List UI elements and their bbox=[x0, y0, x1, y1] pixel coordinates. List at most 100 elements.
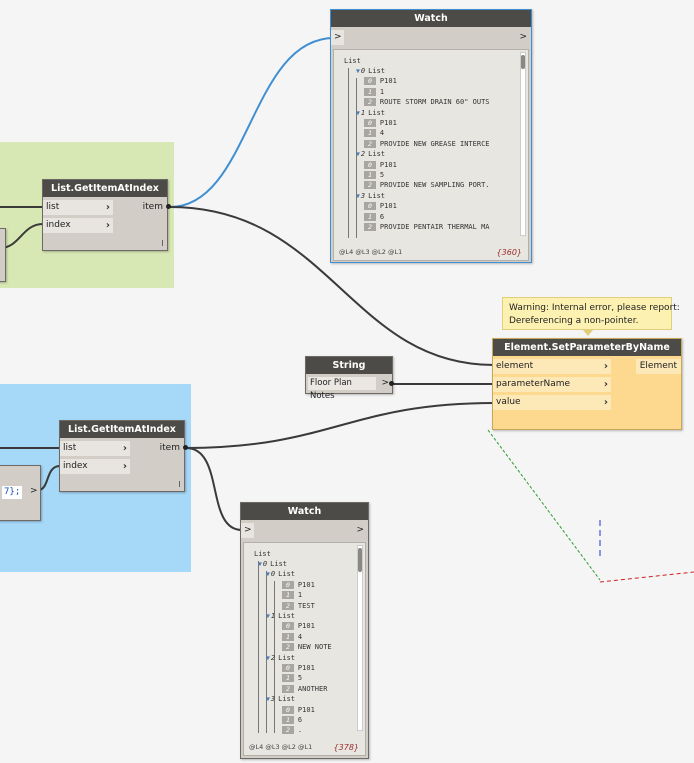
string-value-field[interactable]: Floor Plan Notes bbox=[308, 377, 376, 401]
code-block-text[interactable]: 7}; bbox=[2, 486, 23, 499]
tree-line bbox=[274, 581, 275, 733]
list-index: 0 bbox=[262, 560, 268, 568]
collapse-triangle-icon[interactable]: ▼ bbox=[356, 67, 360, 75]
node-title[interactable]: Watch bbox=[241, 503, 368, 520]
port-label: list bbox=[63, 443, 77, 453]
list-label: List bbox=[278, 570, 295, 579]
code-block-output[interactable]: > bbox=[30, 486, 38, 496]
chevron-right-icon: › bbox=[105, 202, 110, 213]
input-port-index[interactable]: index› bbox=[43, 218, 113, 233]
resize-grip[interactable] bbox=[162, 240, 163, 246]
item-index: 2 bbox=[282, 601, 294, 610]
watch-input-port[interactable]: > bbox=[331, 30, 344, 45]
collapse-triangle-icon[interactable]: ▼ bbox=[258, 560, 262, 568]
tree-line bbox=[266, 571, 267, 733]
item-index: 1 bbox=[282, 632, 294, 641]
watch-input-port[interactable]: > bbox=[241, 523, 254, 538]
list-label: List bbox=[368, 191, 385, 200]
collapse-triangle-icon[interactable]: ▼ bbox=[356, 150, 360, 159]
output-port-element[interactable]: Element bbox=[635, 359, 681, 374]
collapse-triangle-icon[interactable]: ▼ bbox=[356, 108, 360, 117]
node-title[interactable]: Element.SetParameterByName bbox=[493, 339, 681, 356]
item-value: NEW NOTE bbox=[297, 643, 332, 652]
item-index: 1 bbox=[364, 129, 376, 138]
list-label: List bbox=[368, 67, 385, 75]
node-title[interactable]: String bbox=[306, 357, 392, 374]
input-port-index[interactable]: index› bbox=[60, 459, 130, 474]
scrollbar[interactable] bbox=[357, 545, 363, 731]
scroll-thumb[interactable] bbox=[521, 55, 525, 69]
item-value: ANOTHER bbox=[297, 684, 328, 693]
resize-grip[interactable] bbox=[179, 481, 180, 487]
warning-pointer-icon bbox=[583, 330, 593, 336]
list-index: 0 bbox=[270, 570, 276, 579]
collapse-triangle-icon[interactable]: ▼ bbox=[266, 570, 270, 579]
input-port-list[interactable]: list › bbox=[60, 441, 130, 456]
item-value: P101 bbox=[297, 664, 315, 672]
list-label: List bbox=[270, 560, 287, 568]
item-index: 1 bbox=[282, 716, 294, 724]
item-index: 0 bbox=[364, 202, 376, 211]
item-index: 1 bbox=[364, 87, 376, 96]
port-label: element bbox=[496, 361, 534, 371]
wire-item-to-watch-bottom bbox=[185, 447, 243, 531]
item-index: 2 bbox=[282, 643, 294, 652]
scrollbar[interactable] bbox=[520, 52, 526, 236]
wire-item-to-value bbox=[185, 402, 495, 449]
partial-input-node-top[interactable] bbox=[0, 228, 6, 282]
item-index: 0 bbox=[364, 160, 376, 169]
chevron-right-icon: › bbox=[122, 461, 127, 472]
port-label: index bbox=[46, 220, 71, 230]
string-output-port[interactable]: > bbox=[381, 378, 389, 388]
list-label: List bbox=[368, 150, 385, 159]
collapse-triangle-icon[interactable]: ▼ bbox=[356, 191, 360, 200]
output-port-item[interactable]: item bbox=[159, 443, 180, 453]
input-port-parametername[interactable]: parameterName› bbox=[493, 377, 611, 392]
collapse-triangle-icon[interactable]: ▼ bbox=[266, 695, 270, 704]
node-title[interactable]: List.GetItemAtIndex bbox=[60, 421, 184, 438]
item-value: . bbox=[297, 726, 303, 735]
output-dot bbox=[389, 381, 394, 386]
collapse-triangle-icon[interactable]: ▼ bbox=[266, 612, 270, 620]
item-value: 4 bbox=[379, 129, 385, 138]
code-block-node-partial[interactable]: 7}; > bbox=[0, 465, 41, 521]
item-index: 0 bbox=[282, 664, 294, 672]
list-label: List bbox=[368, 108, 385, 117]
list-label: List bbox=[278, 653, 295, 662]
list-label: List bbox=[278, 612, 295, 620]
scroll-thumb[interactable] bbox=[358, 548, 362, 572]
setparam-node[interactable]: Element.SetParameterByName element› para… bbox=[492, 338, 682, 430]
getitem-node-top[interactable]: List.GetItemAtIndex list› index› item bbox=[42, 179, 168, 251]
warning-line-2: Dereferencing a non-pointer. bbox=[509, 316, 639, 326]
node-title[interactable]: List.GetItemAtIndex bbox=[43, 180, 167, 197]
getitem-node-bottom[interactable]: List.GetItemAtIndex list › index› item bbox=[59, 420, 185, 492]
collapse-triangle-icon[interactable]: ▼ bbox=[266, 653, 270, 662]
input-port-list[interactable]: list› bbox=[43, 200, 113, 215]
item-index: 1 bbox=[282, 591, 294, 600]
input-port-element[interactable]: element› bbox=[493, 359, 611, 374]
string-node[interactable]: String Floor Plan Notes > bbox=[305, 356, 393, 401]
chevron-right-icon: › bbox=[122, 443, 127, 454]
tree-line bbox=[258, 561, 259, 733]
item-index: 0 bbox=[364, 119, 376, 127]
tree-line bbox=[356, 78, 357, 238]
watch-output-port[interactable]: > bbox=[356, 525, 364, 535]
output-port-item[interactable]: item bbox=[142, 202, 163, 212]
watch-output-port[interactable]: > bbox=[519, 32, 527, 42]
node-title[interactable]: Watch bbox=[331, 10, 531, 27]
input-port-value[interactable]: value› bbox=[493, 395, 611, 410]
